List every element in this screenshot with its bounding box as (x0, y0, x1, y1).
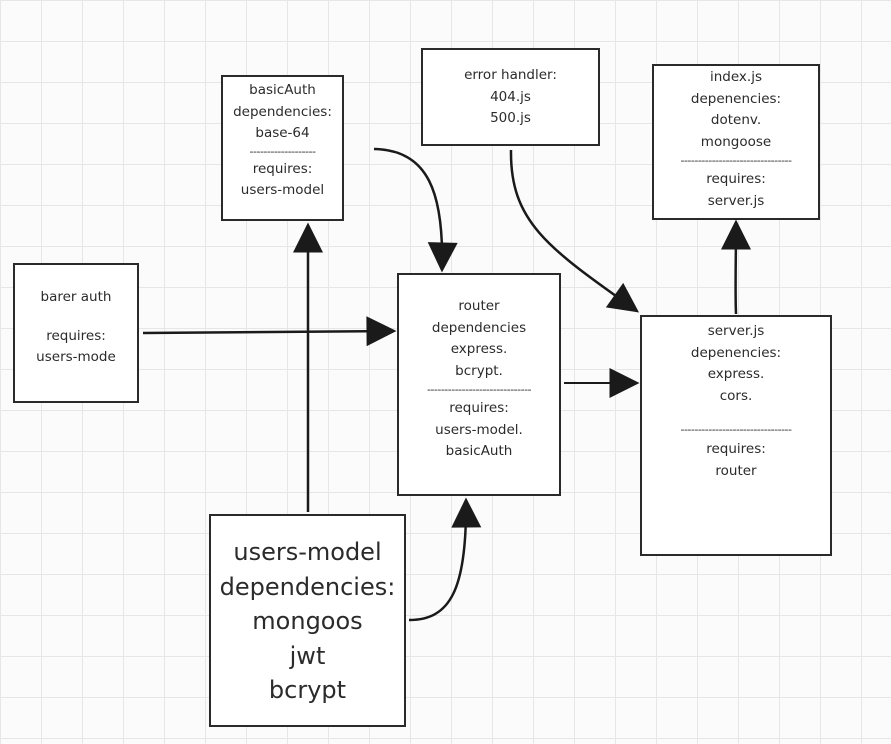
server-js-node[interactable]: server.js depenencies: express. cors. --… (640, 315, 832, 556)
bearer-auth-node[interactable]: barer auth requires: users-mode (13, 263, 139, 403)
dependency-item: mongoose (700, 133, 772, 150)
deps-label: dependencies: (219, 572, 396, 601)
node-title: barer auth (40, 289, 112, 305)
requires-item: server.js (707, 192, 765, 209)
requires-item: router (715, 462, 757, 479)
deps-label: dependencies (431, 319, 527, 336)
node-title: users-model (233, 538, 382, 566)
separator: ------------------------------ (426, 383, 532, 396)
separator: ------------------- (249, 144, 316, 158)
dependency-item: express. (450, 341, 508, 357)
dependency-item: express. (707, 366, 765, 382)
deps-label: dependencies: (233, 103, 332, 120)
dependency-item: bcrypt. (455, 362, 503, 379)
users-model-node[interactable]: users-model dependencies: mongoos jwt bc… (209, 514, 406, 727)
requires-item: users-model. (435, 421, 523, 438)
requires-label: requires: (252, 160, 313, 177)
edge-bearer-to-router (142, 316, 397, 347)
node-title: error handler: (464, 67, 557, 83)
index-js-node[interactable]: index.js depenencies: dotenv. mongoose -… (652, 64, 820, 220)
dependency-item: base-64 (255, 125, 310, 141)
requires-label: requires: (449, 400, 509, 416)
dependency-item: cors. (719, 387, 753, 404)
separator: -------------------------------- (680, 154, 792, 167)
node-title: basicAuth (249, 82, 316, 98)
separator: -------------------------------- (680, 423, 792, 436)
requires-item: users-model (240, 182, 325, 198)
dependency-item: jwt (289, 641, 326, 670)
requires-label: requires: (706, 171, 766, 187)
edge-users-model-to-router (408, 497, 482, 622)
dependency-item: mongoos (252, 607, 363, 635)
node-title: index.js (709, 69, 762, 85)
handler-item: 404.js (490, 88, 531, 105)
basic-auth-node[interactable]: basicAuth dependencies: base-64 --------… (221, 75, 344, 221)
error-handler-node[interactable]: error handler: 404.js 500.js (421, 48, 600, 146)
deps-label: depenencies: (690, 90, 782, 107)
node-title: server.js (707, 323, 765, 339)
requires-label: requires: (706, 441, 766, 457)
requires-label: requires: (46, 327, 106, 344)
handler-item: 500.js (490, 110, 531, 126)
deps-label: depenencies: (690, 344, 782, 361)
router-node[interactable]: router dependencies express. bcrypt. ---… (397, 273, 561, 496)
requires-item: basicAuth (445, 443, 513, 459)
dependency-item: bcrypt (268, 676, 347, 704)
edge-basic-auth-to-router (373, 147, 458, 273)
dependency-item: dotenv. (710, 112, 762, 128)
node-title: router (458, 298, 500, 314)
requires-item: users-mode (36, 349, 116, 365)
